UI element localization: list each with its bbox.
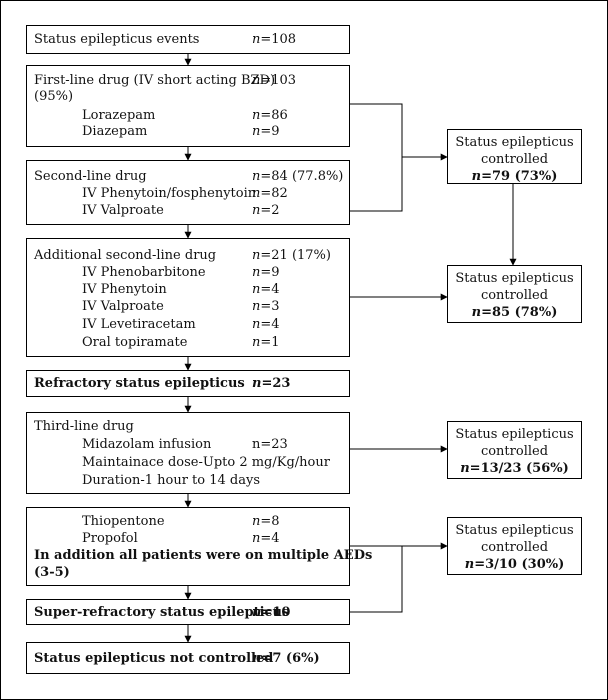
phenytoin-fos-count: n=82 xyxy=(252,186,288,201)
controlled-2-line2: controlled xyxy=(480,288,549,303)
add-valproate-count: n=3 xyxy=(252,299,280,314)
thiopentone-label: Thiopentone xyxy=(82,514,165,529)
super-refractory-box: Super-refractory status epilepticus n=10 xyxy=(26,599,350,625)
phenobarbitone-label: IV Phenobarbitone xyxy=(82,265,206,280)
refractory-count: n=23 xyxy=(252,376,291,391)
valproate-count: n=2 xyxy=(252,203,280,218)
duration: Duration-1 hour to 14 days xyxy=(82,473,261,488)
controlled-3-line1: Status epilepticus xyxy=(455,427,574,442)
controlled-box-4: Status epilepticus controlled n=3/10 (30… xyxy=(447,517,582,575)
controlled-2-count: n=85 (78%) xyxy=(471,305,558,320)
third-line-box: Third-line drug Midazolam infusion n=23 … xyxy=(26,412,350,494)
aed-note-line2: (3-5) xyxy=(34,565,70,580)
controlled-box-2: Status epilepticus controlled n=85 (78%) xyxy=(447,265,582,323)
controlled-1-line2: controlled xyxy=(480,152,549,167)
third-line-label: Third-line drug xyxy=(34,419,134,434)
maintenance-dose: Maintainace dose-Upto 2 mg/Kg/hour xyxy=(82,455,330,470)
controlled-box-3: Status epilepticus controlled n=13/23 (5… xyxy=(447,421,582,479)
se-events-label: Status epilepticus events xyxy=(34,32,200,47)
bracket-anesthetics-super xyxy=(350,546,403,613)
thiopentone-count: n=8 xyxy=(252,514,280,529)
controlled-1-line1: Status epilepticus xyxy=(455,135,574,150)
phenytoin-label: IV Phenytoin xyxy=(82,282,167,297)
controlled-1-count: n=79 (73%) xyxy=(471,169,558,184)
bracket-first-second xyxy=(350,103,403,212)
controlled-4-line2: controlled xyxy=(480,540,549,555)
se-events-box: Status epilepticus events n=108 xyxy=(26,25,350,54)
propofol-label: Propofol xyxy=(82,531,138,546)
anesthetics-box: Thiopentone n=8 Propofol n=4 In addition… xyxy=(26,507,372,586)
phenytoin-fos-label: IV Phenytoin/fosphenytoin xyxy=(82,186,257,201)
se-events-count: n=108 xyxy=(252,32,297,47)
second-line-count: n=84 (77.8%) xyxy=(252,169,344,184)
refractory-box: Refractory status epilepticus n=23 xyxy=(26,370,350,397)
lorazepam-count: n=86 xyxy=(252,108,288,123)
add-valproate-label: IV Valproate xyxy=(82,299,164,314)
super-refractory-label: Super-refractory status epilepticus xyxy=(34,605,290,620)
valproate-label: IV Valproate xyxy=(82,203,164,218)
phenobarbitone-count: n=9 xyxy=(252,265,280,280)
additional-second-line-box: Additional second-line drug n=21 (17%) I… xyxy=(26,238,350,357)
additional-count: n=21 (17%) xyxy=(252,248,331,263)
controlled-4-count: n=3/10 (30%) xyxy=(464,557,565,572)
controlled-4-line1: Status epilepticus xyxy=(455,523,574,538)
super-refractory-count: n=10 xyxy=(252,605,291,620)
second-line-label: Second-line drug xyxy=(34,169,147,184)
phenytoin-count: n=4 xyxy=(252,282,280,297)
not-controlled-label: Status epilepticus not controlled xyxy=(34,651,274,666)
topiramate-count: n=1 xyxy=(252,335,280,350)
topiramate-label: Oral topiramate xyxy=(82,335,188,350)
lorazepam-label: Lorazepam xyxy=(82,108,156,123)
not-controlled-count: n=7 (6%) xyxy=(252,651,320,666)
propofol-count: n=4 xyxy=(252,531,280,546)
not-controlled-box: Status epilepticus not controlled n=7 (6… xyxy=(26,642,350,674)
controlled-box-1: Status epilepticus controlled n=79 (73%) xyxy=(447,129,582,184)
midazolam-count: n=23 xyxy=(252,437,288,452)
controlled-3-count: n=13/23 (56%) xyxy=(460,461,569,476)
controlled-2-line1: Status epilepticus xyxy=(455,271,574,286)
diazepam-count: n=9 xyxy=(252,124,280,139)
levetiracetam-count: n=4 xyxy=(252,317,280,332)
first-line-percent: (95%) xyxy=(34,89,74,104)
additional-label: Additional second-line drug xyxy=(34,248,217,263)
diazepam-label: Diazepam xyxy=(82,124,148,139)
refractory-label: Refractory status epilepticus xyxy=(34,376,245,391)
first-line-box: First-line drug (IV short acting BZD) n=… xyxy=(26,65,350,147)
first-line-count: n=103 xyxy=(252,73,297,88)
controlled-3-line2: controlled xyxy=(480,444,549,459)
aed-note-line1: In addition all patients were on multipl… xyxy=(34,548,373,563)
first-line-label: First-line drug (IV short acting BZD) xyxy=(34,73,276,88)
midazolam-label: Midazolam infusion xyxy=(82,437,212,452)
levetiracetam-label: IV Levetiracetam xyxy=(82,317,196,332)
second-line-box: Second-line drug n=84 (77.8%) IV Phenyto… xyxy=(26,160,350,225)
